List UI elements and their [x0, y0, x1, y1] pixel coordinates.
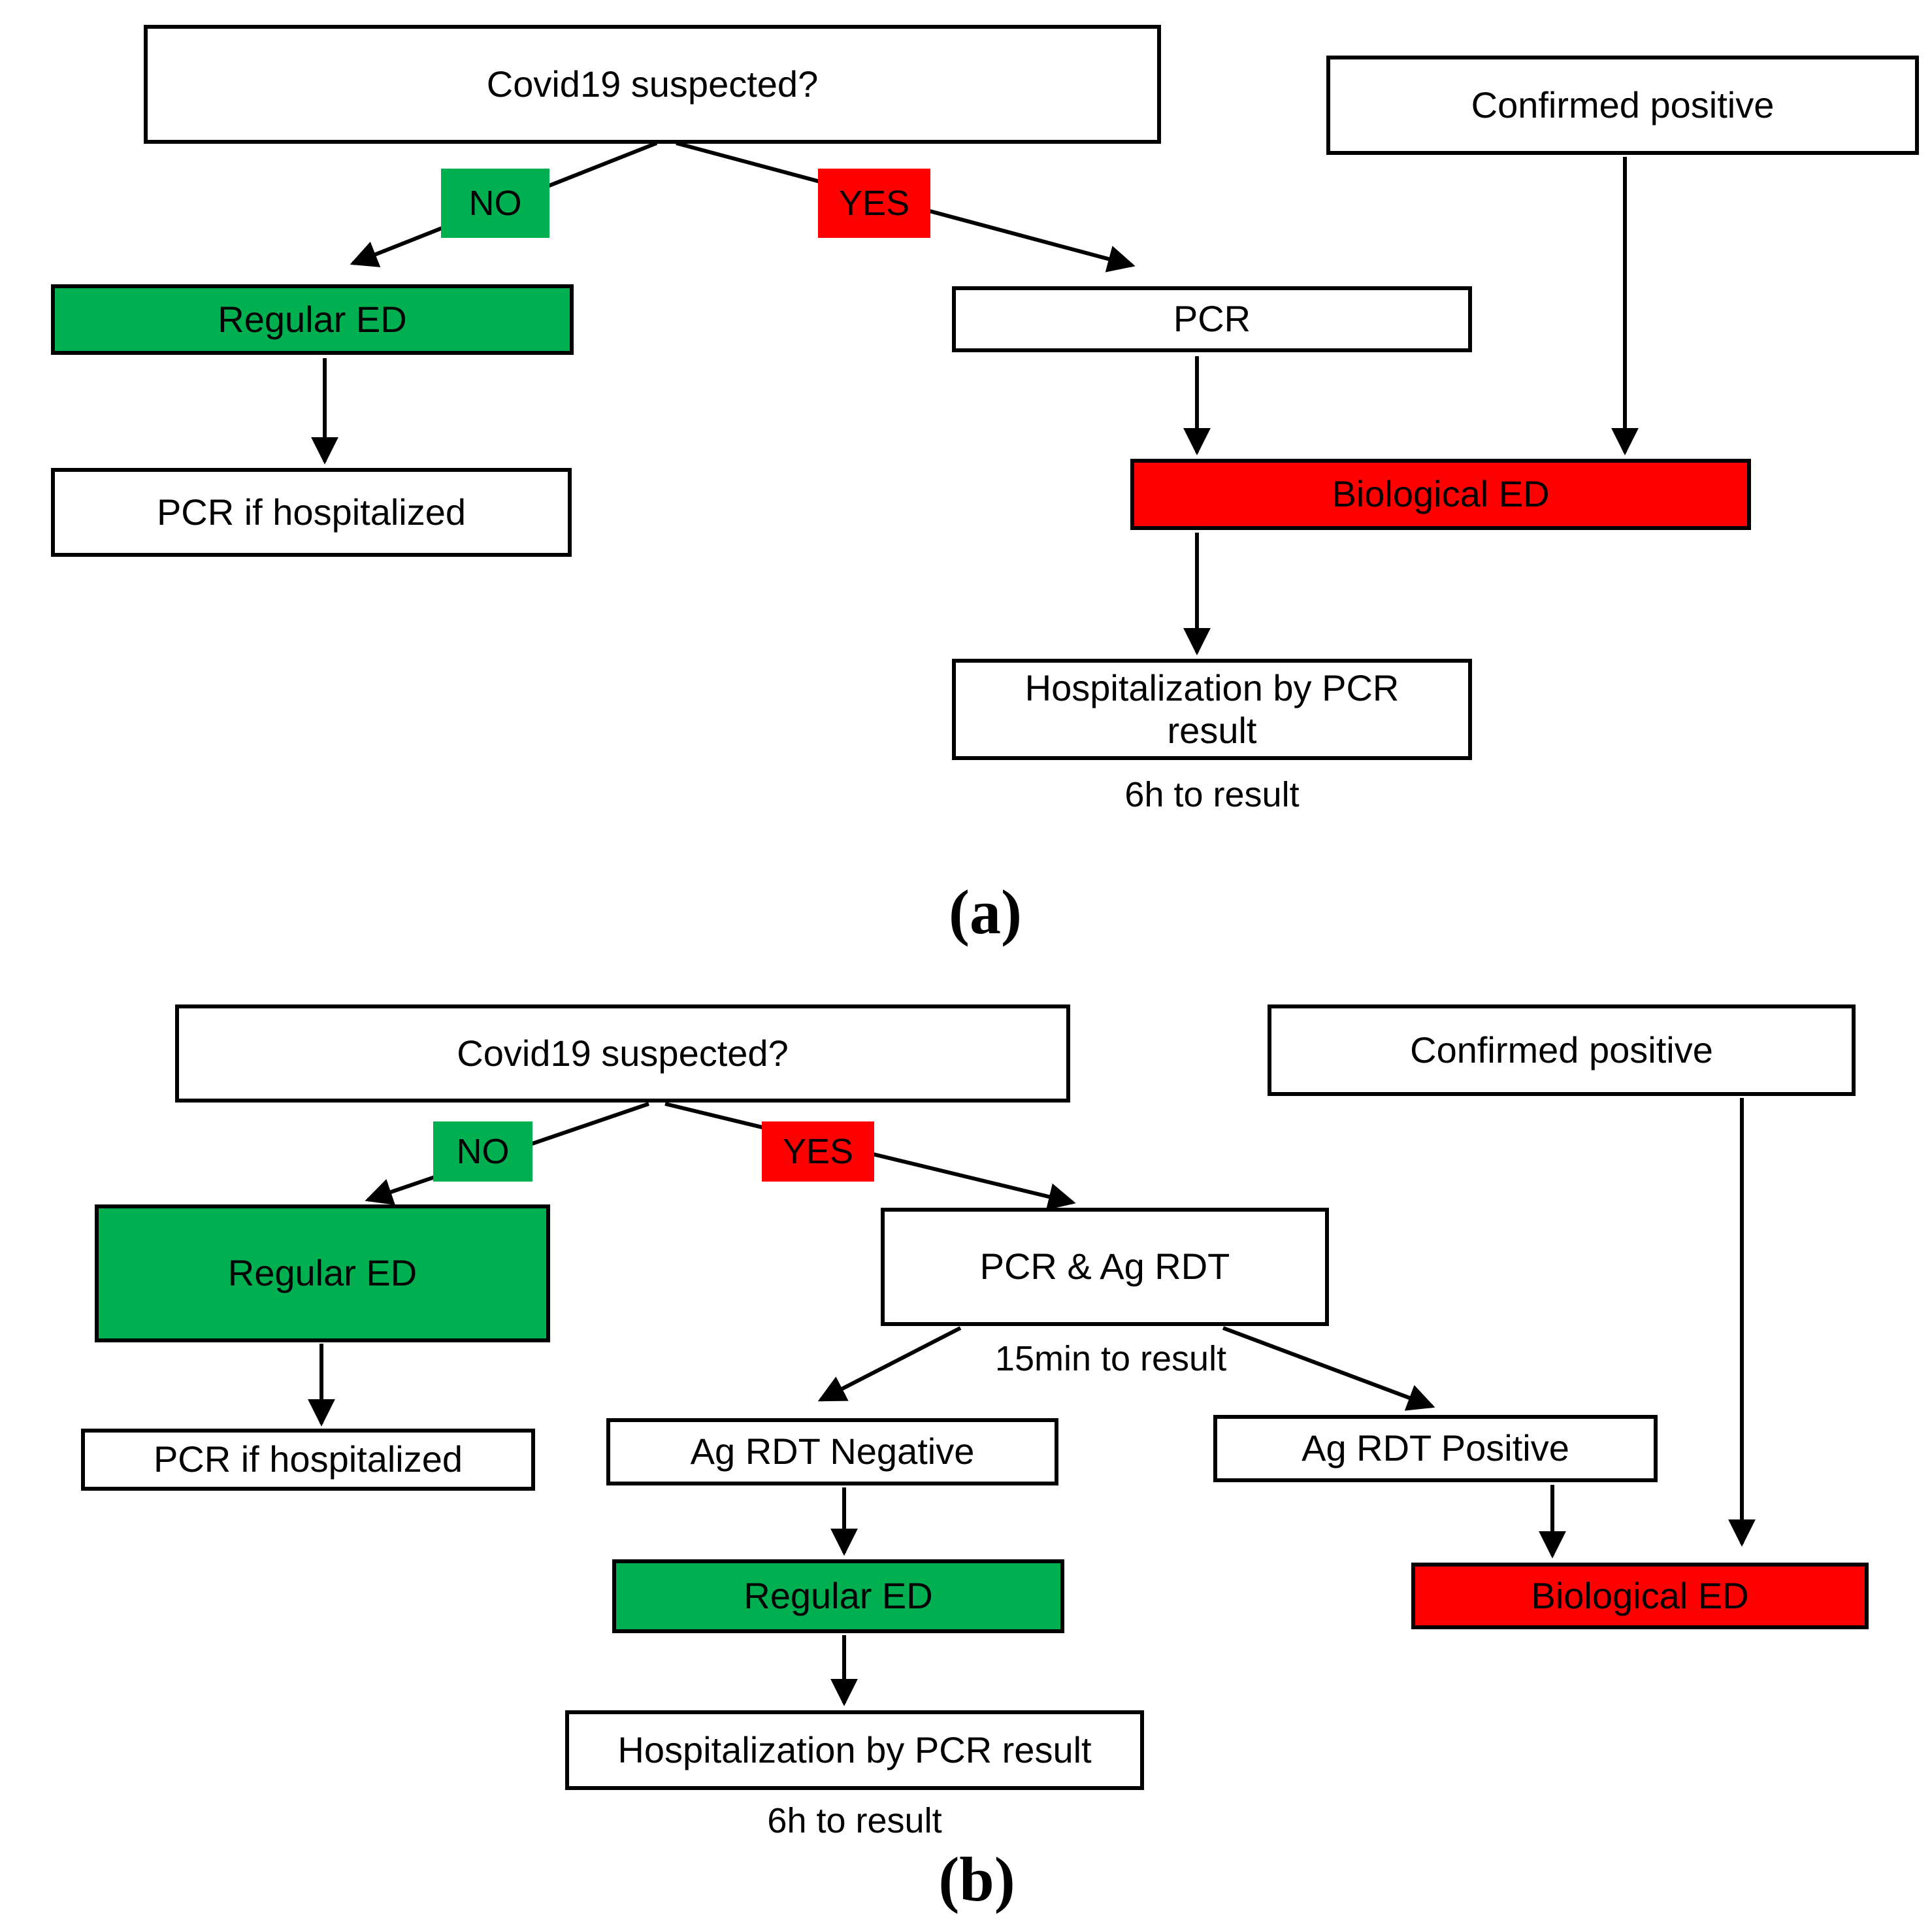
node-regular-ed-2-b: Regular ED: [612, 1559, 1064, 1633]
note-6h-to-result-b: 6h to result: [767, 1801, 942, 1840]
node-pcr-if-hospitalized-b: PCR if hospitalized: [81, 1429, 535, 1491]
node-pcr-if-hospitalized-a: PCR if hospitalized: [51, 468, 572, 557]
badge-yes-a: YES: [818, 169, 930, 238]
node-pcr-a: PCR: [952, 286, 1472, 352]
node-hospitalization-by-pcr-b: Hospitalization by PCR result: [565, 1710, 1144, 1790]
caption-b: (b): [938, 1844, 1015, 1914]
arrow-b-pcr-ag-rdt-negative: [817, 1326, 962, 1402]
badge-no-a: NO: [441, 169, 549, 238]
caption-a: (a): [949, 877, 1022, 947]
note-6h-to-result-a: 6h to result: [1124, 775, 1300, 814]
node-pcr-ag-rdt-b: PCR & Ag RDT: [881, 1208, 1329, 1326]
note-15min-to-result-b: 15min to result: [994, 1339, 1227, 1378]
badge-yes-b: YES: [762, 1121, 874, 1182]
node-ag-rdt-negative-b: Ag RDT Negative: [606, 1418, 1058, 1485]
node-confirmed-positive-b: Confirmed positive: [1268, 1004, 1856, 1096]
badge-no-b: NO: [433, 1121, 532, 1182]
node-ag-rdt-positive-b: Ag RDT Positive: [1213, 1415, 1658, 1482]
node-regular-ed-b: Regular ED: [95, 1204, 550, 1342]
node-regular-ed-a: Regular ED: [51, 284, 574, 355]
node-covid19-suspected-b: Covid19 suspected?: [175, 1004, 1070, 1103]
node-covid19-suspected-a: Covid19 suspected?: [144, 25, 1161, 144]
node-biological-ed-a: Biological ED: [1130, 459, 1751, 530]
arrow-b-pcr-ag-rdt-positive: [1222, 1326, 1435, 1411]
node-biological-ed-b: Biological ED: [1411, 1563, 1869, 1629]
node-hospitalization-by-pcr-a: Hospitalization by PCR result: [952, 659, 1472, 760]
node-confirmed-positive-a: Confirmed positive: [1326, 56, 1919, 155]
